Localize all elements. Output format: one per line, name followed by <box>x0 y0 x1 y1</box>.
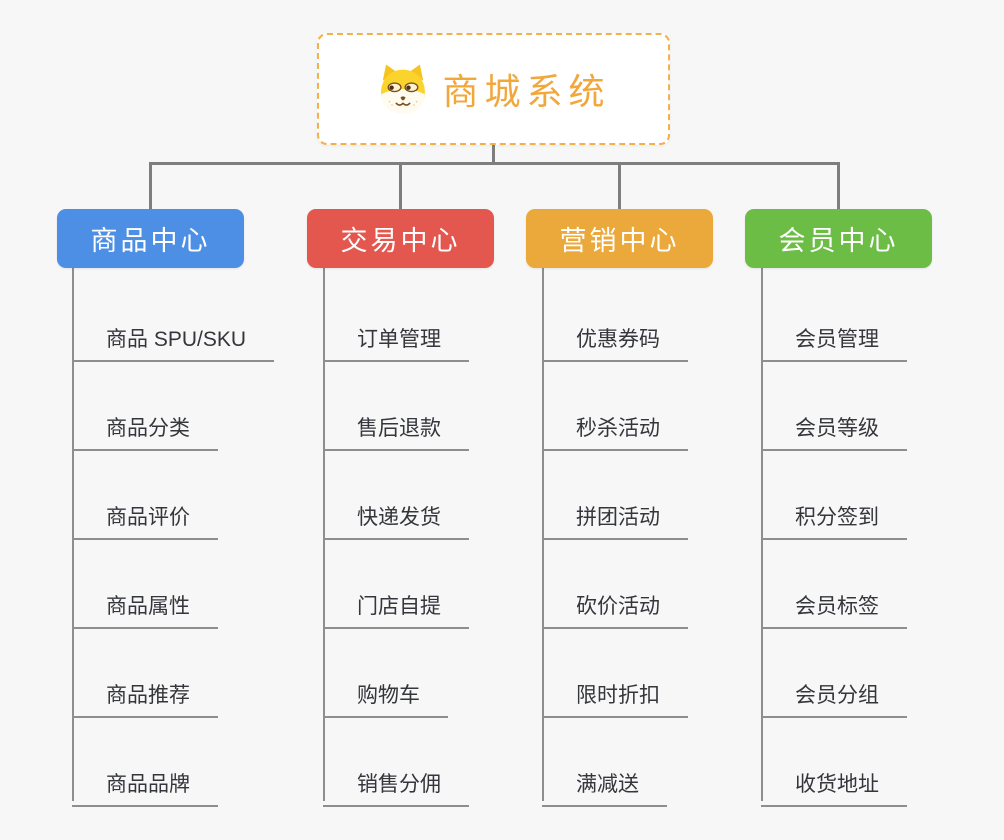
leaf-node[interactable]: 商品 SPU/SKU <box>72 313 275 362</box>
branch-label: 营销中心 <box>559 226 680 256</box>
branch-label: 交易中心 <box>340 226 461 256</box>
leaf-node[interactable]: 拼团活动 <box>542 491 688 540</box>
leaf-node[interactable]: 会员分组 <box>761 669 907 718</box>
branch-trunk-2 <box>323 267 325 801</box>
branch-trunk-1 <box>72 267 74 801</box>
branch-label: 会员中心 <box>778 226 899 256</box>
leaf-node[interactable]: 商品品牌 <box>72 758 218 807</box>
leaf-node[interactable]: 购物车 <box>323 669 448 718</box>
leaf-node[interactable]: 售后退款 <box>323 402 469 451</box>
leaf-node[interactable]: 收货地址 <box>761 758 907 807</box>
root-title: 商城系统 <box>442 71 611 112</box>
leaf-node[interactable]: 会员等级 <box>761 402 907 451</box>
leaf-node[interactable]: 商品分类 <box>72 402 218 451</box>
root-node[interactable]: 商城系统 <box>317 33 670 145</box>
branch-trunk-4 <box>761 267 763 801</box>
leaf-node[interactable]: 订单管理 <box>323 313 469 362</box>
branch-connector-4 <box>837 162 840 210</box>
root-connector-stub <box>492 144 495 165</box>
leaf-node[interactable]: 商品评价 <box>72 491 218 540</box>
branch-trunk-3 <box>542 267 544 801</box>
leaf-node[interactable]: 销售分佣 <box>323 758 469 807</box>
leaf-node[interactable]: 秒杀活动 <box>542 402 688 451</box>
leaf-node[interactable]: 限时折扣 <box>542 669 688 718</box>
connector-rail <box>149 162 839 165</box>
leaf-node[interactable]: 砍价活动 <box>542 580 688 629</box>
branch-label: 商品中心 <box>90 226 211 256</box>
leaf-node[interactable]: 会员管理 <box>761 313 907 362</box>
leaf-node[interactable]: 商品属性 <box>72 580 218 629</box>
branch-node-member-center[interactable]: 会员中心 <box>745 209 932 268</box>
branch-connector-1 <box>149 162 152 210</box>
leaf-node[interactable]: 会员标签 <box>761 580 907 629</box>
branch-node-product-center[interactable]: 商品中心 <box>57 209 244 268</box>
leaf-node[interactable]: 满减送 <box>542 758 667 807</box>
branch-node-marketing-center[interactable]: 营销中心 <box>526 209 713 268</box>
dog-face-icon <box>381 64 426 114</box>
branch-connector-2 <box>399 162 402 210</box>
leaf-node[interactable]: 积分签到 <box>761 491 907 540</box>
leaf-node[interactable]: 快递发货 <box>323 491 469 540</box>
branch-connector-3 <box>618 162 621 210</box>
leaf-node[interactable]: 优惠券码 <box>542 313 688 362</box>
leaf-node[interactable]: 门店自提 <box>323 580 469 629</box>
leaf-node[interactable]: 商品推荐 <box>72 669 218 718</box>
branch-node-trade-center[interactable]: 交易中心 <box>307 209 494 268</box>
